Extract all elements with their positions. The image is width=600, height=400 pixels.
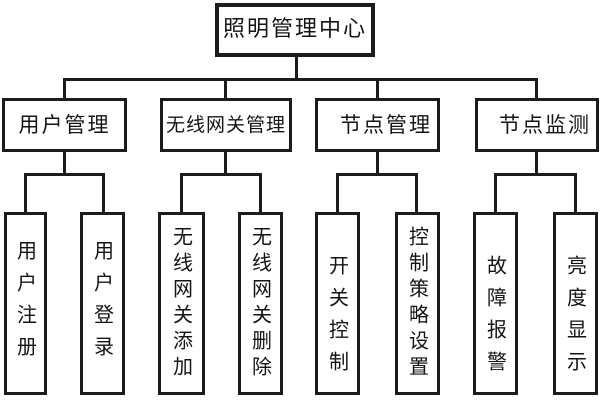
connector-line (180, 173, 262, 176)
node-user-register: 用户注册 (4, 212, 47, 395)
connector-line (494, 173, 497, 212)
node-label: 控制策略设置 (405, 225, 430, 382)
node-label: 开关控制 (325, 254, 350, 383)
connector-line (63, 152, 66, 173)
connector-line (63, 78, 538, 81)
connector-line (336, 173, 418, 176)
connector-line (295, 57, 298, 78)
node-gateway-add: 无线网关添加 (158, 212, 205, 395)
connector-line (574, 173, 577, 212)
connector-line (24, 173, 27, 212)
node-label: 节点管理 (340, 112, 432, 137)
node-lighting-management-center: 照明管理中心 (215, 3, 375, 57)
connector-line (336, 173, 339, 212)
connector-line (224, 78, 227, 98)
node-label: 照明管理中心 (222, 17, 367, 42)
connector-line (535, 78, 538, 98)
connector-line (180, 173, 183, 212)
connector-line (259, 173, 262, 212)
node-label: 节点监测 (499, 112, 591, 137)
node-node-monitoring: 节点监测 (475, 98, 599, 152)
node-control-strategy-settings: 控制策略设置 (395, 212, 440, 395)
node-fault-alarm: 故障报警 (473, 212, 518, 395)
node-brightness-display: 亮度显示 (553, 212, 598, 395)
node-user-login: 用户登录 (80, 212, 125, 395)
node-label: 故障报警 (483, 254, 508, 383)
node-wireless-gateway-management: 无线网关管理 (160, 98, 292, 152)
node-user-management: 用户管理 (2, 98, 127, 152)
node-node-management: 节点管理 (315, 98, 440, 152)
connector-line (224, 152, 227, 173)
node-label: 无线网关添加 (169, 225, 194, 382)
connector-line (24, 173, 105, 176)
connector-line (102, 173, 105, 212)
connector-line (415, 173, 418, 212)
connector-line (494, 173, 577, 176)
node-label: 用户注册 (13, 239, 38, 368)
node-switch-control: 开关控制 (315, 212, 360, 395)
node-label: 用户管理 (18, 112, 111, 137)
connector-line (376, 152, 379, 173)
node-label: 无线网关管理 (165, 113, 286, 136)
node-label: 用户登录 (90, 239, 115, 368)
connector-line (376, 78, 379, 98)
node-label: 无线网关删除 (248, 225, 273, 382)
connector-line (63, 78, 66, 98)
connector-line (535, 152, 538, 173)
node-label: 亮度显示 (563, 254, 588, 383)
node-gateway-delete: 无线网关删除 (238, 212, 283, 395)
